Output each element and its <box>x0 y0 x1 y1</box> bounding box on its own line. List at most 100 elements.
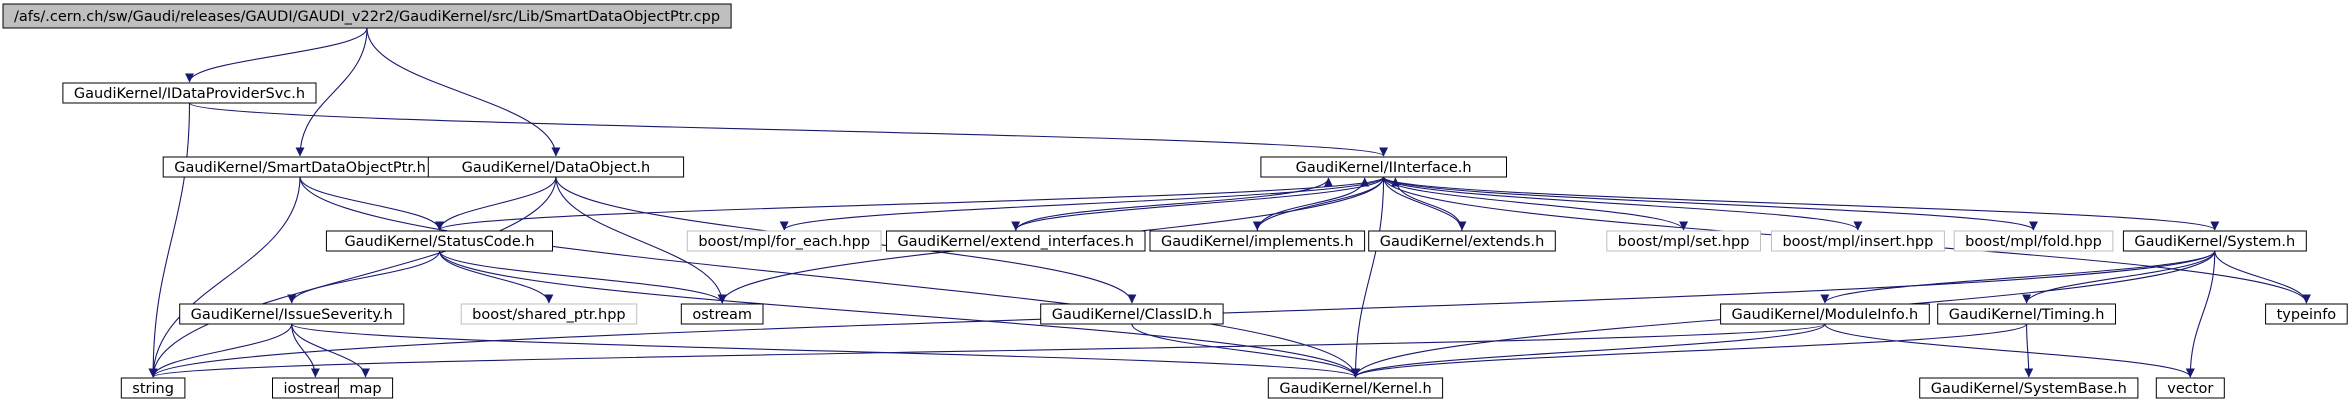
include-node-sysb[interactable]: GaudiKernel/SystemBase.h <box>1919 377 2139 399</box>
node-label: GaudiKernel/ModuleInfo.h <box>1732 307 1919 323</box>
node-box <box>325 230 553 252</box>
node-box <box>1040 303 1224 325</box>
node-box <box>337 377 394 399</box>
include-edge-clid-to-kern <box>1131 323 1360 378</box>
include-edge-timi-to-sysb <box>2024 323 2034 378</box>
include-edge-syst-to-vect <box>2185 250 2216 378</box>
include-edge-stat-to-ostr <box>438 250 727 304</box>
node-box <box>179 303 405 325</box>
include-edge-isev-to-kern <box>291 323 1360 378</box>
node-label: GaudiKernel/DataObject.h <box>462 160 651 176</box>
node-box <box>680 303 764 325</box>
include-edge-dobj-to-strg <box>148 176 557 378</box>
node-label: GaudiKernel/Kernel.h <box>1279 381 1431 397</box>
include-edge-impl-to-iint <box>1256 177 1370 232</box>
node-label: boost/mpl/set.hpp <box>1618 234 1750 250</box>
include-node-exts[interactable]: GaudiKernel/extends.h <box>1368 230 1556 252</box>
include-edge-sdop-to-kern <box>299 176 1360 378</box>
include-node-fore[interactable]: boost/mpl/for_each.hpp <box>686 230 882 252</box>
node-box <box>427 156 685 178</box>
node-label: GaudiKernel/System.h <box>2134 234 2295 250</box>
node-box <box>1919 377 2139 399</box>
include-node-syst[interactable]: GaudiKernel/System.h <box>2122 230 2307 252</box>
include-node-modi[interactable]: GaudiKernel/ModuleInfo.h <box>1720 303 1930 325</box>
node-label: GaudiKernel/extend_interfaces.h <box>897 234 1134 250</box>
include-node-map[interactable]: map <box>337 377 394 399</box>
include-node-tinf[interactable]: typeinfo <box>2265 303 2348 325</box>
node-label: boost/mpl/for_each.hpp <box>698 234 870 250</box>
include-node-kern[interactable]: GaudiKernel/Kernel.h <box>1267 377 1444 399</box>
node-label: map <box>349 381 381 397</box>
node-label: vector <box>2167 381 2213 397</box>
include-node-stat[interactable]: GaudiKernel/StatusCode.h <box>325 230 553 252</box>
node-label: GaudiKernel/SystemBase.h <box>1931 381 2127 397</box>
include-edge-idps-to-strg <box>148 102 191 378</box>
edge-layer <box>148 27 2311 378</box>
node-box <box>2265 303 2348 325</box>
include-edge-iint-to-fore <box>779 176 1385 231</box>
include-node-clid[interactable]: GaudiKernel/ClassID.h <box>1040 303 1224 325</box>
include-node-mfold[interactable]: boost/mpl/fold.hpp <box>1953 230 2114 252</box>
node-label: GaudiKernel/Timing.h <box>1949 307 2105 323</box>
include-edge-syst-to-modi <box>1820 250 2216 304</box>
node-label: typeinfo <box>2277 307 2337 323</box>
include-node-impl[interactable]: GaudiKernel/implements.h <box>1149 230 1366 252</box>
include-node-mins[interactable]: boost/mpl/insert.hpp <box>1771 230 1945 252</box>
node-layer: /afs/.cern.ch/sw/Gaudi/releases/GAUDI/GA… <box>2 3 2348 399</box>
node-label: ostream <box>692 307 752 323</box>
include-node-timi[interactable]: GaudiKernel/Timing.h <box>1937 303 2116 325</box>
include-edge-modi-to-kern <box>1351 323 1826 378</box>
node-box <box>2 3 732 29</box>
node-box <box>62 82 317 104</box>
include-edge-iint-to-stat <box>435 176 1385 231</box>
node-box <box>1953 230 2114 252</box>
include-node-strg[interactable]: string <box>120 377 186 399</box>
node-box <box>1606 230 1762 252</box>
include-edge-iint-to-mset <box>1383 176 1688 231</box>
node-label: boost/mpl/fold.hpp <box>1965 234 2102 250</box>
include-edge-iint-to-impl <box>1252 176 1385 231</box>
include-edge-iint-to-mins <box>1383 176 1863 231</box>
include-edge-stat-to-isev <box>287 250 441 304</box>
include-edge-stat-to-kern <box>438 250 1360 378</box>
include-edge-isev-to-iost <box>291 323 320 378</box>
include-edge-idps-to-iint <box>188 102 1388 157</box>
node-box <box>1149 230 1366 252</box>
root-file-node[interactable]: /afs/.cern.ch/sw/Gaudi/releases/GAUDI/GA… <box>2 3 732 29</box>
include-node-idps[interactable]: GaudiKernel/IDataProviderSvc.h <box>62 82 317 104</box>
include-edge-exts-to-iint <box>1390 177 1463 232</box>
include-node-sdop[interactable]: GaudiKernel/SmartDataObjectPtr.h <box>162 156 438 178</box>
node-box <box>2122 230 2307 252</box>
node-label: string <box>132 381 174 397</box>
node-box <box>460 303 638 325</box>
node-box <box>1937 303 2116 325</box>
include-edge-iint-to-kern <box>1351 176 1385 378</box>
include-edge-iint-to-syst <box>1383 176 2219 231</box>
include-edge-root-to-dobj <box>366 27 561 157</box>
node-label: GaudiKernel/IDataProviderSvc.h <box>74 86 305 102</box>
include-edge-dobj-to-ostr <box>555 176 727 304</box>
include-node-dobj[interactable]: GaudiKernel/DataObject.h <box>427 156 685 178</box>
include-edge-root-to-idps <box>185 27 368 83</box>
include-edge-modi-to-vect <box>1824 323 2195 378</box>
node-label: GaudiKernel/IInterface.h <box>1296 160 1472 176</box>
node-label: iostream <box>284 381 348 397</box>
include-edge-syst-to-tinf <box>2214 250 2311 304</box>
include-node-iint[interactable]: GaudiKernel/IInterface.h <box>1260 156 1508 178</box>
include-edge-iint-to-exts <box>1383 176 1467 231</box>
include-node-exti[interactable]: GaudiKernel/extend_interfaces.h <box>886 230 1146 252</box>
include-edge-dobj-to-stat <box>435 176 557 231</box>
include-node-shp[interactable]: boost/shared_ptr.hpp <box>460 303 638 325</box>
include-edge-isev-to-strg <box>148 323 293 378</box>
include-node-mset[interactable]: boost/mpl/set.hpp <box>1606 230 1762 252</box>
node-box <box>886 230 1146 252</box>
node-label: /afs/.cern.ch/sw/Gaudi/releases/GAUDI/GA… <box>14 9 720 25</box>
node-box <box>1771 230 1945 252</box>
include-node-ostr[interactable]: ostream <box>680 303 764 325</box>
node-box <box>1267 377 1444 399</box>
include-edge-sdop-to-stat <box>299 176 444 231</box>
node-box <box>2155 377 2225 399</box>
include-node-isev[interactable]: GaudiKernel/IssueSeverity.h <box>179 303 405 325</box>
include-node-vect[interactable]: vector <box>2155 377 2225 399</box>
